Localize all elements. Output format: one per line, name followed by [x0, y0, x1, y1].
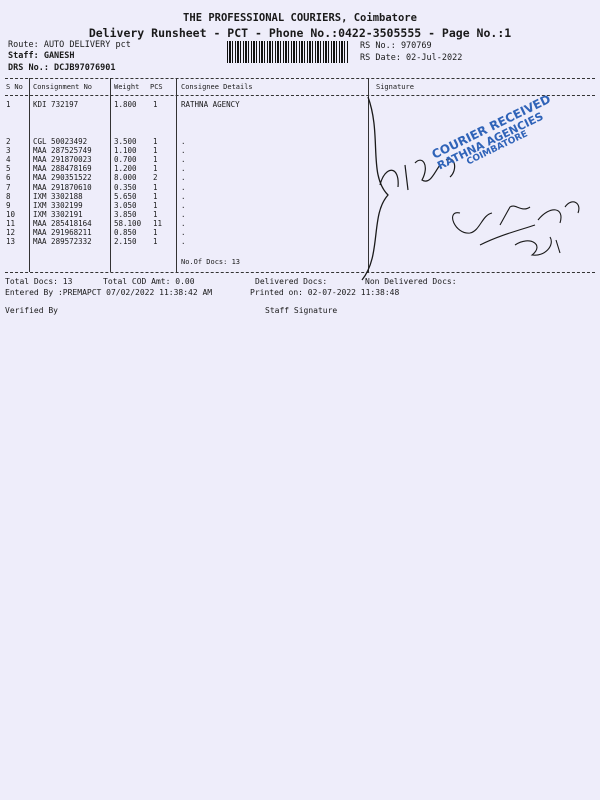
- cell-consignee: .: [181, 228, 186, 237]
- cell-weight: 1.200: [114, 164, 137, 174]
- verified-by-label: Verified By: [5, 306, 58, 315]
- cell-pcs: 1: [153, 228, 158, 237]
- cell-consignee: .: [181, 155, 186, 165]
- cell-consignee: .: [181, 146, 186, 156]
- cell-consignee: .: [181, 191, 186, 201]
- cell-weight: 8.000: [114, 173, 137, 183]
- rs-date: RS Date: 02-Jul-2022: [360, 53, 463, 63]
- cell-consignee: .: [181, 209, 186, 219]
- cell-sno: 8: [6, 191, 11, 201]
- cell-sno: 1: [6, 100, 11, 109]
- cell-sno: 3: [6, 146, 11, 156]
- header-rule: [5, 95, 595, 96]
- col-divider: [368, 78, 369, 272]
- cell-consignee: .: [181, 137, 186, 146]
- col-header-signature: Signature: [376, 83, 414, 91]
- cell-weight: 0.350: [114, 182, 137, 192]
- non-delivered-docs: Non Delivered Docs:: [365, 277, 457, 286]
- cell-sno: 5: [6, 164, 11, 174]
- staff-signature-label: Staff Signature: [265, 306, 338, 315]
- table-top-rule: [5, 78, 595, 79]
- cell-pcs: 1: [153, 137, 158, 146]
- rs-number: RS No.: 970769: [360, 41, 432, 51]
- printed-on: Printed on: 02-07-2022 11:38:48: [250, 288, 400, 297]
- col-divider: [29, 78, 30, 272]
- cell-pcs: 11: [153, 218, 163, 228]
- handwritten-signature: [361, 96, 580, 281]
- col-divider: [110, 78, 111, 272]
- cell-weight: 5.650: [114, 191, 137, 201]
- col-header-consignment: Consignment No: [33, 83, 93, 91]
- no-of-docs: No.Of Docs: 13: [181, 258, 241, 266]
- cell-consignment: MAA 290351522: [33, 173, 92, 183]
- cell-weight: 3.050: [114, 200, 137, 210]
- barcode: [227, 41, 349, 63]
- col-header-sno: S No: [6, 83, 23, 91]
- cell-consignment: IXM 3302191: [33, 209, 83, 219]
- cell-consignment: CGL 50023492: [33, 137, 88, 146]
- cell-weight: 3.500: [114, 137, 137, 146]
- cell-consignment: KDI 732197: [33, 100, 79, 109]
- cell-consignee: .: [181, 200, 186, 210]
- cell-pcs: 1: [153, 209, 158, 219]
- cell-sno: 2: [6, 137, 11, 146]
- cell-consignment: MAA 285418164: [33, 218, 92, 228]
- cell-consignment: MAA 288478169: [33, 164, 92, 174]
- delivered-docs: Delivered Docs:: [255, 277, 328, 286]
- cell-weight: 58.100: [114, 218, 142, 228]
- cell-pcs: 1: [153, 146, 158, 156]
- cell-pcs: 1: [153, 164, 158, 174]
- cell-weight: 1.100: [114, 146, 137, 156]
- cell-pcs: 1: [153, 200, 158, 210]
- cell-weight: 0.700: [114, 155, 137, 165]
- cell-weight: 2.150: [114, 237, 137, 247]
- table-bottom-rule: [5, 272, 595, 273]
- cell-pcs: 2: [153, 173, 158, 183]
- cell-consignee: .: [181, 182, 186, 192]
- cell-weight: 3.850: [114, 209, 137, 219]
- cell-consignment: MAA 287525749: [33, 146, 92, 156]
- cell-sno: 4: [6, 155, 11, 165]
- cell-consignee: RATHNA AGENCY: [181, 100, 240, 109]
- cell-consignee: .: [181, 218, 186, 228]
- cell-sno: 9: [6, 200, 11, 210]
- cell-pcs: 1: [153, 191, 158, 201]
- cell-pcs: 1: [153, 237, 158, 247]
- cell-weight: 1.800: [114, 100, 137, 109]
- cell-sno: 7: [6, 182, 11, 192]
- cell-consignee: .: [181, 237, 186, 247]
- cell-sno: 11: [6, 218, 16, 228]
- route-label: Route: AUTO DELIVERY pct: [8, 40, 131, 50]
- cell-pcs: 1: [153, 100, 158, 109]
- total-docs: Total Docs: 13: [5, 277, 73, 286]
- staff-label: Staff: GANESH: [8, 51, 75, 61]
- runsheet-title: Delivery Runsheet - PCT - Phone No.:0422…: [88, 26, 512, 40]
- cell-sno: 13: [6, 237, 16, 247]
- cell-sno: 6: [6, 173, 11, 183]
- cell-consignment: MAA 291870023: [33, 155, 92, 165]
- col-header-weight: Weight: [114, 83, 140, 91]
- cell-consignment: IXM 3302199: [33, 200, 83, 210]
- entered-by: Entered By :PREMAPCT 07/02/2022 11:38:42…: [5, 288, 213, 297]
- company-name: THE PROFESSIONAL COURIERS, Coimbatore: [183, 12, 417, 24]
- col-header-pcs: PCS: [150, 83, 163, 91]
- total-cod-amount: Total COD Amt: 0.00: [103, 277, 195, 286]
- cell-consignment: MAA 289572332: [33, 237, 92, 247]
- cell-consignment: MAA 291870610: [33, 182, 92, 192]
- cell-consignment: IXM 3302188: [33, 191, 83, 201]
- cell-sno: 12: [6, 228, 16, 237]
- col-header-consignee: Consignee Details: [181, 83, 253, 91]
- cell-consignee: .: [181, 164, 186, 174]
- cell-pcs: 1: [153, 182, 158, 192]
- drs-number: DRS No.: DCJB97076901: [8, 63, 116, 73]
- cell-consignment: MAA 291968211: [33, 228, 92, 237]
- cell-consignee: .: [181, 173, 186, 183]
- cell-weight: 0.850: [114, 228, 137, 237]
- cell-sno: 10: [6, 209, 16, 219]
- cell-pcs: 1: [153, 155, 158, 165]
- col-divider: [176, 78, 177, 272]
